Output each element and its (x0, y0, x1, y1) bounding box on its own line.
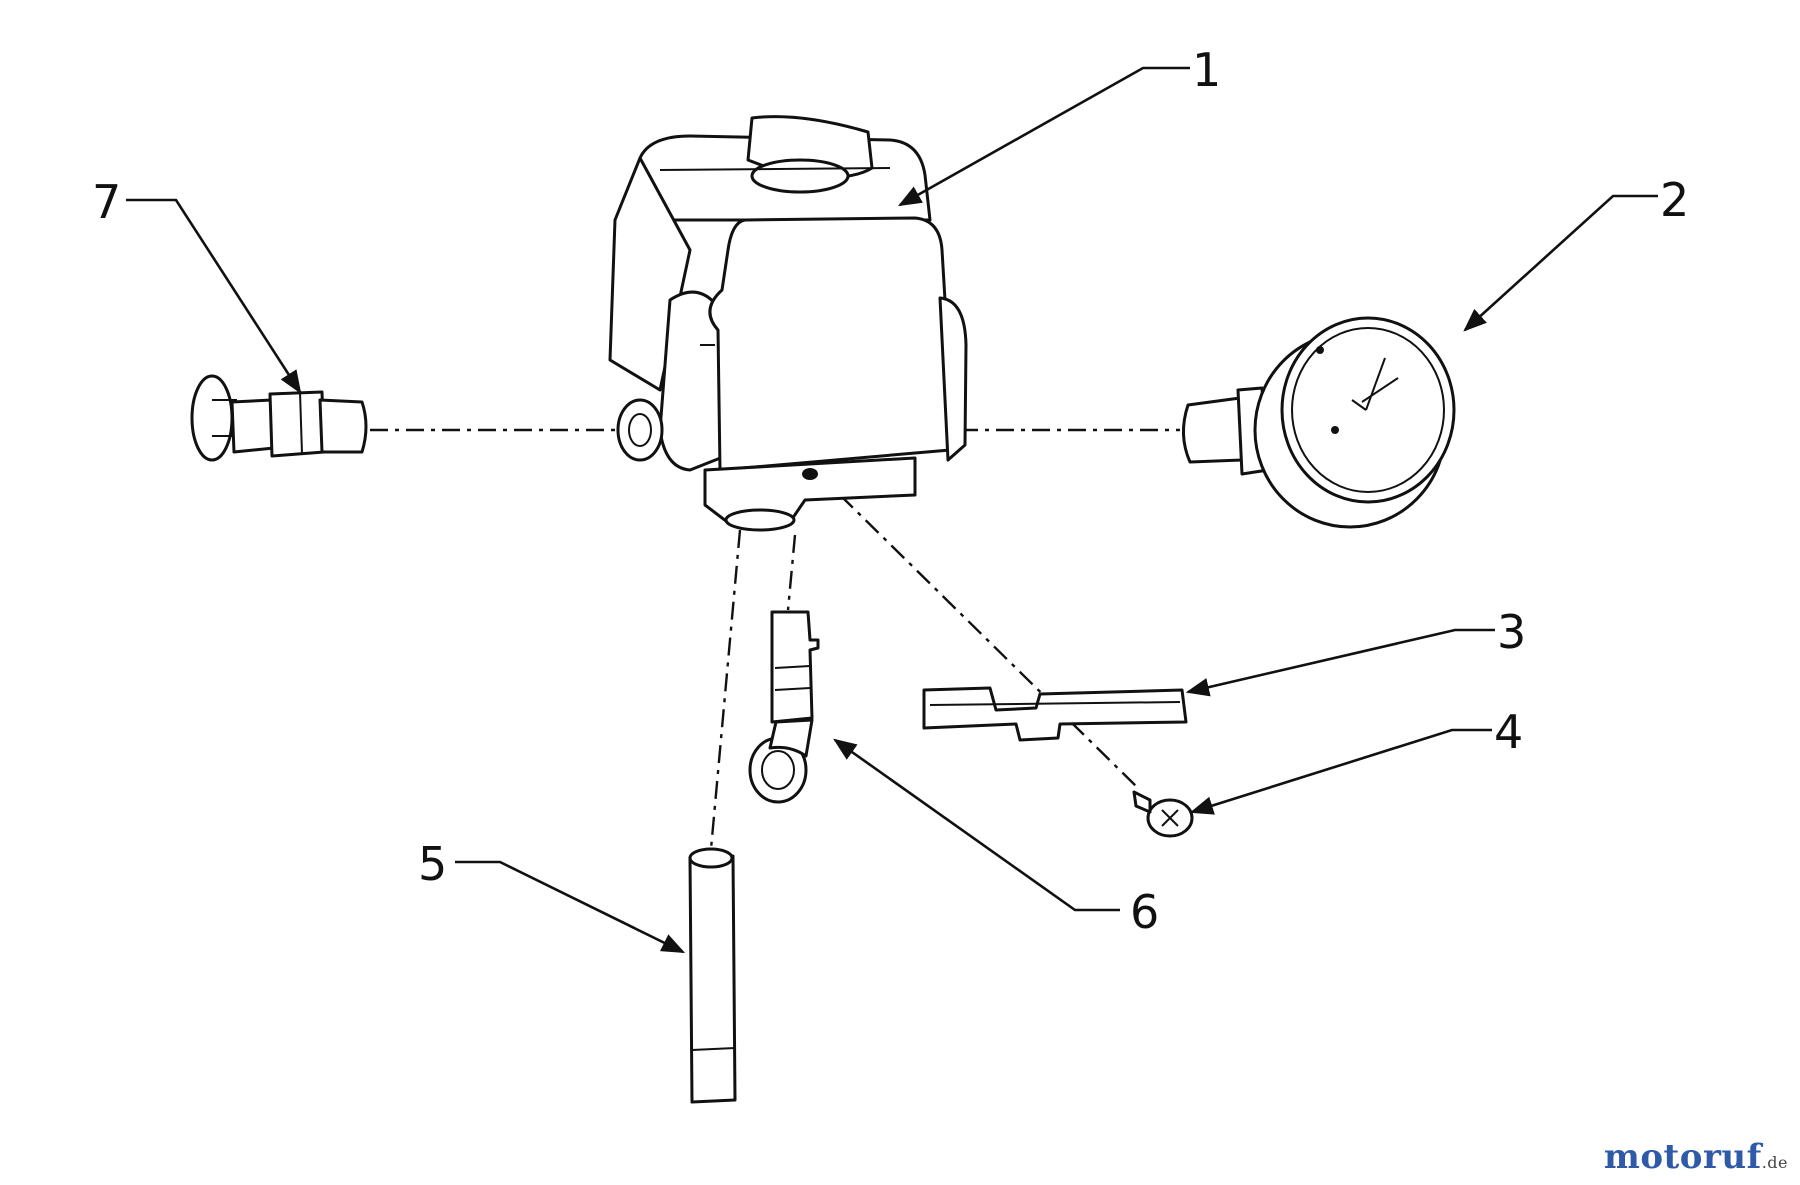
callout-5: 5 (418, 837, 447, 891)
callout-labels: 1 2 3 4 5 6 7 (92, 43, 1689, 939)
pressure-gauge-part (1182, 316, 1456, 529)
callout-leaders (126, 66, 1658, 954)
callout-1: 1 (1192, 43, 1221, 97)
screw-part (1132, 790, 1194, 838)
assembly-centerlines (370, 428, 1180, 861)
conduit-clip-part (922, 686, 1188, 742)
watermark-text: motoruf (1603, 1137, 1762, 1177)
pressure-switch-part (608, 115, 968, 532)
unloader-valve-part (748, 610, 820, 804)
pipe-nipple-part (688, 847, 737, 1104)
callout-6: 6 (1130, 885, 1159, 939)
callout-7: 7 (92, 175, 121, 229)
safety-valve-part (190, 374, 368, 462)
watermark-suffix: .de (1761, 1153, 1788, 1172)
callout-2: 2 (1660, 173, 1689, 227)
callout-4: 4 (1494, 705, 1523, 759)
site-watermark: motoruf.de (1604, 1137, 1788, 1177)
callout-3: 3 (1497, 605, 1526, 659)
